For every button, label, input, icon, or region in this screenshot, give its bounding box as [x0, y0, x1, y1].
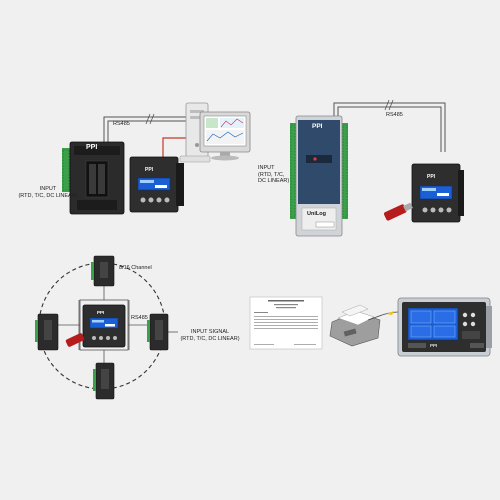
logger-node-left [35, 313, 59, 351]
input-label-top-right-line3: DC LINEAR) [258, 178, 290, 184]
display-brand-top-left: PPI [145, 167, 154, 173]
display-brand-bottom-right: PPI [430, 343, 438, 348]
data-logger-device [62, 141, 125, 215]
unilog-logger-device [290, 115, 348, 237]
controller-display-center [82, 304, 126, 348]
computer-icon [179, 102, 251, 163]
logger-brand-top-right: PPI [312, 123, 323, 130]
bottom-right-panel [249, 296, 492, 357]
input-label-top-left-line2: (RTD, T/C, DC LINEAR) [18, 192, 78, 199]
input-label-top-left: INPUT (RTD, T/C, DC LINEAR) [18, 186, 78, 199]
top-right-panel [290, 99, 464, 237]
rs485-label-top-right: RS485 [386, 112, 403, 118]
controller-display-top-right [411, 163, 464, 223]
input-signal-label-line1: INPUT SIGNAL [190, 329, 230, 335]
input-label-top-right: INPUT (RTD, T/C, DC LINEAR) [258, 165, 289, 185]
red-cable-top-left [162, 137, 186, 158]
rs485-label-bottom-left: RS485 [131, 315, 148, 321]
logger-brand-top-left: PPI [86, 144, 98, 151]
panel-recorder-display [397, 297, 492, 357]
rs485-label-top-left: RS485 [113, 121, 130, 127]
rs485-cable-top-right [333, 102, 446, 152]
rs485-cable-top-right-b [337, 106, 442, 152]
bottom-left-panel [35, 255, 178, 400]
controller-display-top-left [129, 156, 184, 213]
rs485-cable-top-left-b [107, 120, 186, 150]
channel-label: 8/16 Channel [119, 265, 152, 271]
input-label-top-right-line2: (RTD, T/C, [258, 171, 285, 178]
input-label-top-right-line1: INPUT [258, 165, 275, 171]
logger-node-bottom [93, 362, 115, 400]
input-signal-label-line2: (RTD, T/C, DC LINEAR) [180, 335, 240, 342]
logger-node-right [147, 313, 169, 351]
logger-node-top [91, 255, 115, 287]
usb-stick-icon-center [65, 333, 85, 347]
top-left-panel [62, 102, 251, 215]
printer-icon [329, 304, 381, 347]
usb-stick-icon [383, 202, 413, 221]
logger-name-top-right: UniLog [307, 211, 326, 217]
printout-report [249, 296, 323, 350]
display-brand-top-right: PPI [427, 174, 436, 180]
rs485-cable-top-left [103, 116, 186, 150]
input-label-top-left-line1: INPUT [39, 186, 57, 192]
input-signal-label: INPUT SIGNAL (RTD, T/C, DC LINEAR) [172, 329, 248, 342]
display-brand-center: PPI [97, 310, 105, 315]
